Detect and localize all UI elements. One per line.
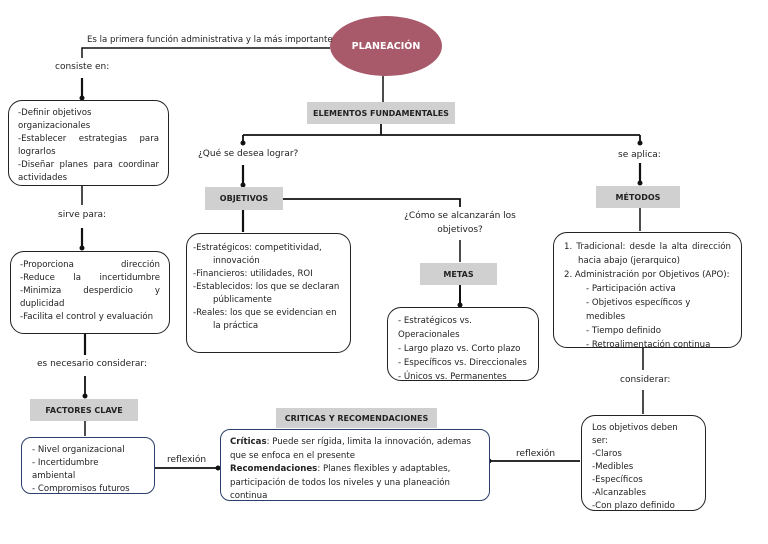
connector-dot <box>215 465 221 471</box>
connector-dot <box>240 182 246 188</box>
meta-item: - Específicos vs. Direccionales <box>398 358 527 368</box>
elementos-header: ELEMENTOS FUNDAMENTALES <box>307 102 455 124</box>
definition-item: -Diseñar planes para coordinar actividad… <box>18 160 159 183</box>
benefit-item: -Minimiza desperdicio y duplicidad <box>20 286 160 309</box>
connector-dot <box>79 245 85 251</box>
reflexion-right-label: reflexión <box>516 449 556 459</box>
caracteristica-item: -Alcanzables <box>592 488 647 498</box>
que-lograr-label: ¿Qué se desea lograr? <box>198 149 299 159</box>
sirve-para-label: sirve para: <box>58 210 107 220</box>
reflexion-left-label: reflexión <box>167 455 207 465</box>
definition-item: -Definir objetivos organizacionales <box>18 108 92 131</box>
caracteristica-item: -Claros <box>592 449 622 459</box>
benefit-item: -Facilita el control y evaluación <box>20 312 154 322</box>
objetivo-item: -Reales: los que se evidencian en <box>193 308 337 318</box>
intro-label: Es la primera función administrativa y l… <box>87 35 333 45</box>
meta-item: - Únicos vs. Permanentes <box>398 372 507 382</box>
consiste-label: consiste en: <box>55 62 110 72</box>
factores-box: - Nivel organizacional - Incertidumbre a… <box>21 437 155 494</box>
metodo-item-cont: hacia abajo (jerarquico) <box>578 256 681 266</box>
metas-header: METAS <box>420 263 497 285</box>
apo-item: - Retroalimentación continua <box>586 340 711 350</box>
benefit-item: -Reduce la incertidumbre <box>20 273 160 283</box>
definition-item: -Establecer estrategias para lograrlos <box>18 134 159 157</box>
objetivos-deben-intro: Los objetivos deben ser: <box>592 423 678 446</box>
factores-clave-header: FACTORES CLAVE <box>30 399 138 421</box>
apo-item: - Participación activa <box>586 284 676 294</box>
se-aplica-label: se aplica: <box>618 150 661 160</box>
criticas-body: : Puede ser rígida, limita la innovación… <box>230 437 471 461</box>
factor-item: - Nivel organizacional <box>32 445 125 455</box>
objetivo-item-cont: innovación <box>213 256 260 266</box>
planeacion-title-node: PLANEACIÓN <box>330 16 442 76</box>
connector-dot <box>240 140 246 146</box>
objetivo-item: -Financieros: utilidades, ROI <box>193 269 313 279</box>
metodos-box: 1. Tradicional: desde la alta dirección … <box>553 232 742 350</box>
criticas-text: Críticas: Puede ser rígida, limita la in… <box>230 436 480 463</box>
metas-box: - Estratégicos vs. Operacionales - Largo… <box>387 307 539 382</box>
definition-box: -Definir objetivos organizacionales -Est… <box>8 100 169 186</box>
objetivo-item-cont: la práctica <box>213 321 259 331</box>
objetivos-box: -Estratégicos: competitividad, innovació… <box>186 233 351 353</box>
objetivo-item: -Establecidos: los que se declaran <box>193 282 340 292</box>
objetivo-item: -Estratégicos: competitividad, <box>193 243 322 253</box>
factor-item: - Incertidumbre ambiental <box>32 458 99 481</box>
connector-dot <box>637 180 643 186</box>
caracteristica-item: -Con plazo definido <box>592 501 675 511</box>
metodo-item: 1. Tradicional: desde la alta dirección <box>564 242 731 252</box>
considerar-label: es necesario considerar: <box>37 359 147 369</box>
objetivo-item-cont: públicamente <box>213 295 272 305</box>
criticas-box: Críticas: Puede ser rígida, limita la in… <box>220 429 490 501</box>
meta-item: - Largo plazo vs. Corto plazo <box>398 344 521 354</box>
objetivos-deben-box: Los objetivos deben ser: -Claros -Medibl… <box>581 415 706 511</box>
apo-item: - Tiempo definido <box>586 326 662 336</box>
considerar-right-label: considerar: <box>620 375 671 385</box>
objetivos-header: OBJETIVOS <box>205 187 283 210</box>
benefit-item: -Proporciona dirección <box>20 260 160 270</box>
meta-item: - Estratégicos vs. Operacionales <box>398 316 472 340</box>
metodo-item: 2. Administración por Objetivos (APO): <box>564 270 730 280</box>
como-alcanzar-label: ¿Cómo se alcanzarán los objetivos? <box>404 211 516 235</box>
recomendaciones-text: Recomendaciones: Planes flexibles y adap… <box>230 463 480 504</box>
connector-dot <box>79 95 85 101</box>
connector-dot <box>457 302 463 308</box>
metodos-header: MÉTODOS <box>596 186 680 208</box>
recomendaciones-body: : Planes flexibles y adaptables, partici… <box>230 464 451 501</box>
criticas-label: Críticas <box>230 437 267 447</box>
connector-dot <box>82 393 88 399</box>
caracteristica-item: -Medibles <box>592 462 634 472</box>
connector-dot <box>637 140 643 146</box>
criticas-header: CRITICAS Y RECOMENDACIONES <box>276 408 437 428</box>
caracteristica-item: -Específicos <box>592 475 643 485</box>
recomendaciones-label: Recomendaciones <box>230 464 318 474</box>
benefits-box: -Proporciona dirección -Reduce la incert… <box>10 251 170 334</box>
factor-item: - Compromisos futuros <box>32 484 130 494</box>
apo-item: - Objetivos específicos y medibles <box>586 298 691 322</box>
